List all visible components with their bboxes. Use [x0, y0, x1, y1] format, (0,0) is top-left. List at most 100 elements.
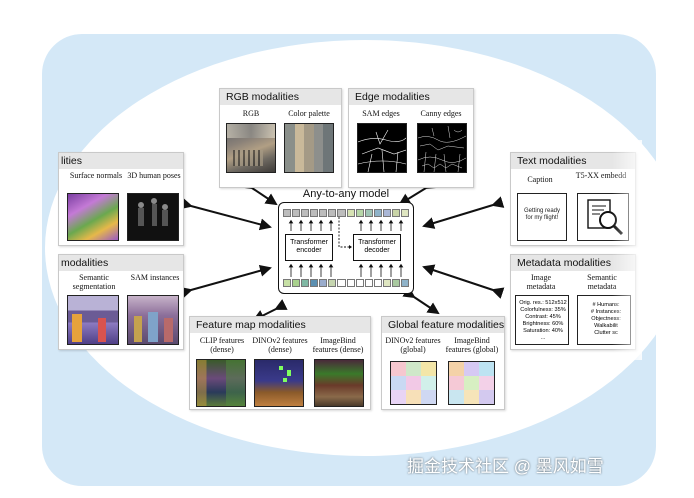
- top-token: [319, 209, 328, 217]
- edge-modalities-title: Edge modalities: [349, 89, 473, 105]
- bottom-token: [391, 279, 401, 287]
- bottom-token: [319, 279, 328, 287]
- rgb-image: [226, 123, 276, 173]
- clip-features-label: CLIP features (dense): [199, 336, 245, 354]
- arrow-geometric: [179, 197, 272, 231]
- bottom-token: [346, 279, 355, 287]
- any-to-any-model: Transformer encoder Transformer decoder: [278, 202, 414, 294]
- imagebind-features-image: [314, 359, 364, 407]
- top-token: [364, 209, 373, 217]
- palette-swatch: [304, 124, 314, 172]
- clip-features-image: [196, 359, 246, 407]
- color-palette-image: [284, 123, 334, 173]
- watermark: 掘金技术社区 @ 墨风如雪: [407, 457, 604, 476]
- arrow-metadata: [422, 264, 505, 299]
- top-token: [301, 209, 310, 217]
- global-feature-cell: [464, 390, 479, 404]
- semantic-metadata-line: Walkabilit: [594, 323, 618, 329]
- global-feature-cell: [391, 390, 406, 404]
- rgb-modalities-panel: RGB modalities RGB Color palette: [219, 88, 342, 188]
- semantic-metadata-line: Objectness:: [591, 316, 621, 322]
- arrow-rgb: [240, 177, 278, 206]
- image-metadata-line: Saturation: 40%: [523, 328, 563, 334]
- sam-edges-label: SAM edges: [362, 109, 400, 118]
- global-feature-cell: [449, 390, 464, 404]
- rgb-modalities-title: RGB modalities: [220, 89, 341, 105]
- imagebind-features-label: ImageBind features (dense): [312, 336, 364, 354]
- top-token: [355, 209, 364, 217]
- top-token: [283, 209, 292, 217]
- arrow-semantic: [179, 264, 272, 299]
- feature-map-modalities-title: Feature map modalities: [190, 317, 370, 333]
- 3d-human-poses-label: 3D human poses: [127, 171, 181, 180]
- transformer-encoder: Transformer encoder: [285, 234, 333, 261]
- dinov2-global-grid: [390, 361, 437, 405]
- surface-normals-label: Surface normals: [69, 171, 123, 180]
- transformer-decoder: Transformer decoder: [353, 234, 401, 261]
- top-token-row: [283, 209, 410, 217]
- 3d-human-poses-image: [127, 193, 179, 241]
- global-feature-cell: [406, 390, 421, 404]
- bottom-token: [401, 279, 410, 287]
- image-metadata-line: Colorfulness: 35%: [520, 307, 566, 313]
- geometric-modalities-panel: lities Surface normals 3D human poses: [58, 152, 184, 246]
- bottom-token-row: [283, 279, 410, 287]
- sam-instances-label: SAM instances: [130, 273, 180, 282]
- image-metadata-line: Brightness: 60%: [522, 321, 564, 327]
- semantic-segmentation-image: [67, 295, 119, 345]
- surface-normals-image: [67, 193, 119, 241]
- image-metadata-label: Image metadata: [526, 273, 556, 291]
- global-feature-cell: [479, 390, 494, 404]
- image-metadata-line: ...: [540, 335, 546, 341]
- model-title: Any-to-any model: [302, 188, 390, 200]
- top-token: [382, 209, 391, 217]
- canny-edges-label: Canny edges: [420, 109, 462, 118]
- arrow-text: [422, 196, 505, 229]
- caption-text: Getting ready for my flight!: [523, 208, 561, 221]
- bottom-token: [364, 279, 373, 287]
- semantic-segmentation-label: Semantic segmentation: [72, 273, 116, 291]
- model-internal-arrows: [288, 217, 404, 277]
- arrow-edge: [398, 177, 438, 206]
- canny-edges-image: [417, 123, 467, 173]
- global-feature-cell: [421, 390, 436, 404]
- image-metadata-line: Orig. res.: 512x512: [519, 300, 567, 306]
- t5-embedding-label: T5-XX embedd: [575, 171, 627, 180]
- bottom-token: [310, 279, 319, 287]
- global-feature-cell: [464, 376, 479, 390]
- top-token: [310, 209, 319, 217]
- bottom-token: [337, 279, 346, 287]
- sam-instances-image: [127, 295, 179, 345]
- semantic-metadata-line: # Humans:: [592, 302, 620, 308]
- top-token: [328, 209, 337, 217]
- caption-box: Getting ready for my flight!: [517, 193, 567, 241]
- top-token: [292, 209, 301, 217]
- text-modalities-title: Text modalities: [511, 153, 635, 169]
- sam-edges-image: [357, 123, 407, 173]
- global-feature-cell: [479, 362, 494, 376]
- top-token: [337, 209, 346, 217]
- global-feature-cell: [391, 362, 406, 376]
- color-palette-label: Color palette: [288, 109, 330, 118]
- palette-swatch: [313, 124, 324, 172]
- global-feature-cell: [464, 362, 479, 376]
- metadata-modalities-panel: Metadata modalities Image metadata Seman…: [510, 254, 636, 350]
- bottom-token: [292, 279, 301, 287]
- rgb-label: RGB: [242, 109, 260, 118]
- arrow-globalfeat: [402, 286, 440, 315]
- semantic-modalities-title: modalities: [59, 255, 183, 271]
- global-feature-cell: [391, 376, 406, 390]
- geometric-modalities-title: lities: [59, 153, 183, 169]
- top-token: [391, 209, 401, 217]
- imagebind-global-label: ImageBind features (global): [445, 336, 499, 354]
- palette-swatch: [323, 124, 333, 172]
- semantic-metadata-line: Clutter sc: [594, 330, 618, 336]
- global-feature-modalities-panel: Global feature modalities DINOv2 feature…: [381, 316, 505, 410]
- bottom-token: [355, 279, 364, 287]
- feature-map-modalities-panel: Feature map modalities CLIP features (de…: [189, 316, 371, 410]
- semantic-modalities-panel: modalities Semantic segmentation SAM ins…: [58, 254, 184, 350]
- bottom-token: [382, 279, 391, 287]
- decoder-label: Transformer decoder: [358, 239, 396, 254]
- top-token: [401, 209, 410, 217]
